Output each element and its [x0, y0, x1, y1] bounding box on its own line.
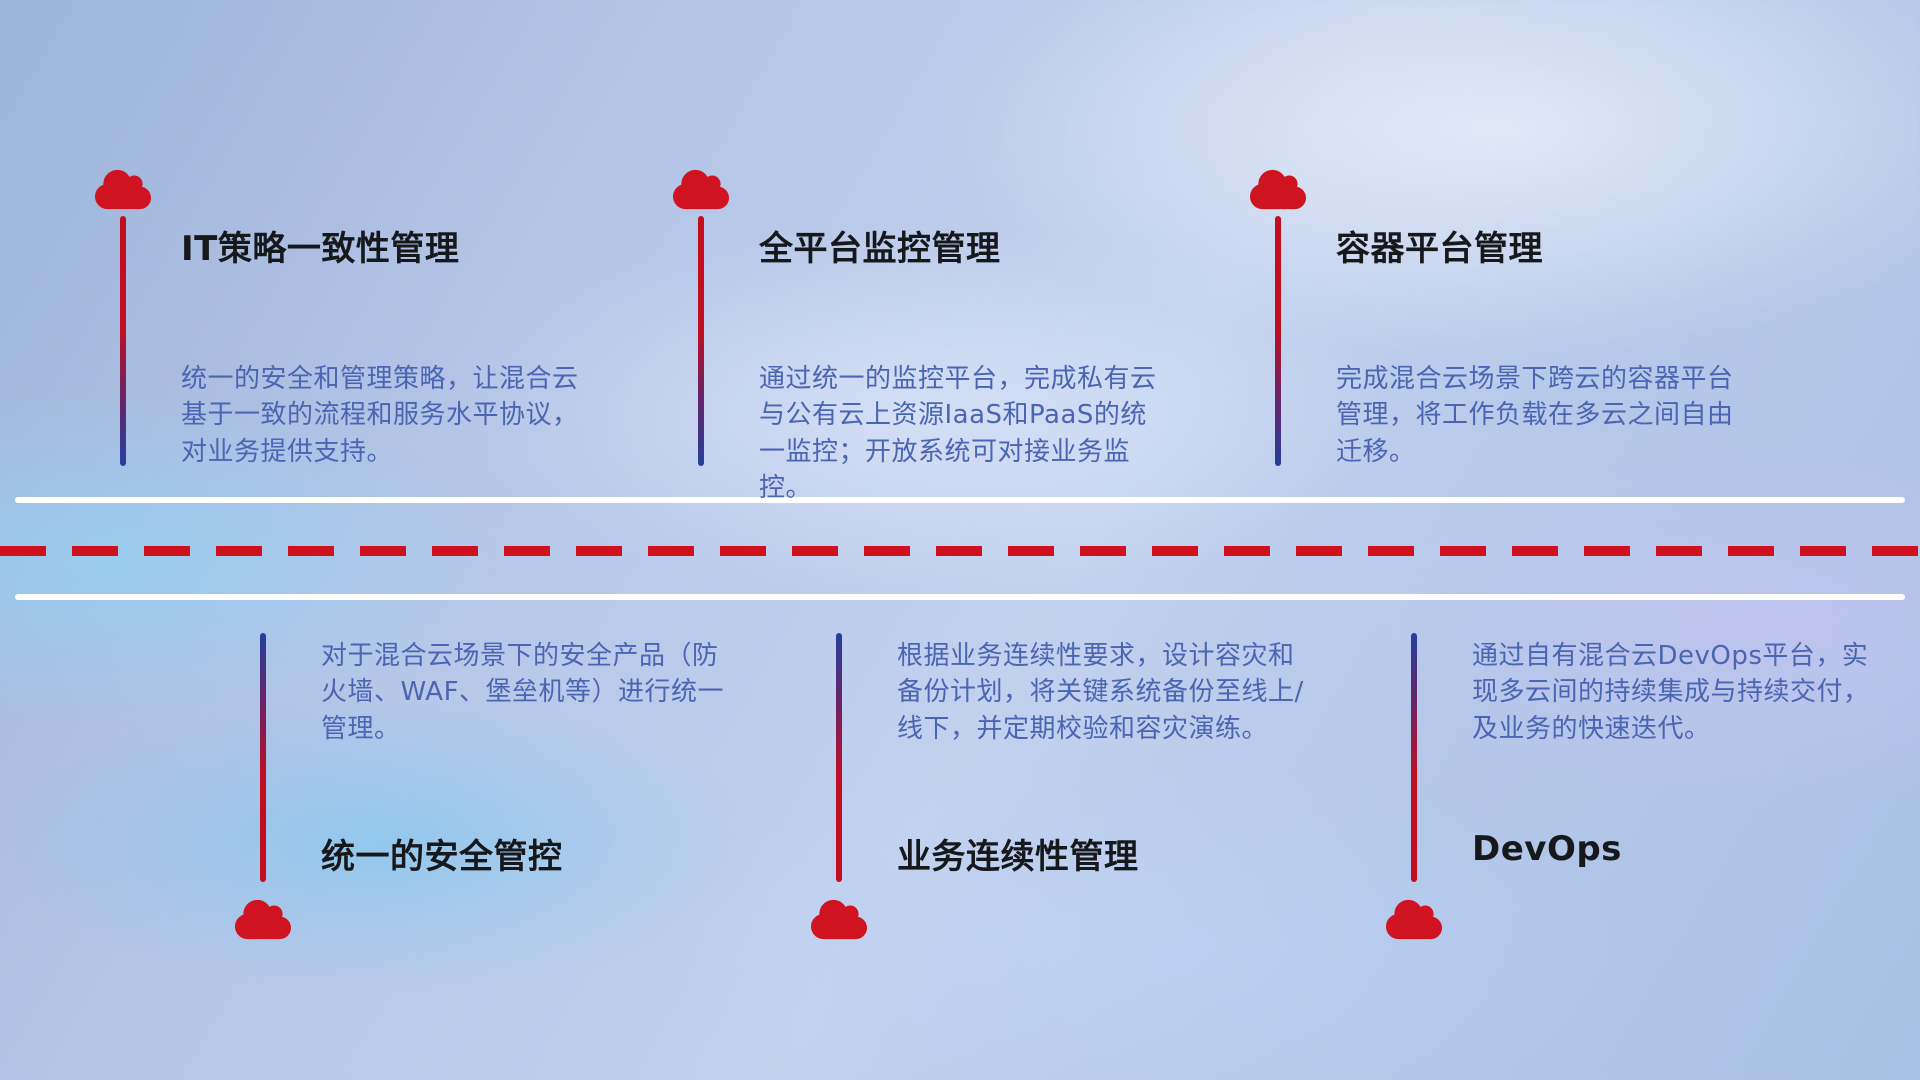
separator-line-top [15, 497, 1905, 503]
timeline-connector [120, 216, 126, 466]
cloud-icon [95, 167, 151, 212]
feature-title: 统一的安全管控 [321, 837, 563, 877]
cloud-icon [811, 897, 867, 942]
feature-it-policy: IT策略一致性管理 统一的安全和管理策略，让混合云基于一致的流程和服务水平协议，… [95, 167, 655, 487]
timeline-connector [1275, 216, 1281, 466]
feature-title: DevOps [1472, 829, 1622, 869]
dashed-center-line [0, 546, 1920, 556]
feature-description: 根据业务连续性要求，设计容灾和备份计划，将关键系统备份至线上/线下，并定期校验和… [897, 641, 1304, 744]
feature-unified-security: 对于混合云场景下的安全产品（防火墙、WAF、堡垒机等）进行统一管理。 统一的安全… [235, 633, 795, 953]
timeline-connector [260, 633, 266, 882]
feature-title: 容器平台管理 [1336, 229, 1543, 269]
cloud-icon [1386, 897, 1442, 942]
cloud-icon [235, 897, 291, 942]
feature-description: 对于混合云场景下的安全产品（防火墙、WAF、堡垒机等）进行统一管理。 [321, 641, 725, 744]
feature-description: 完成混合云场景下跨云的容器平台管理，将工作负载在多云之间自由迁移。 [1336, 364, 1734, 467]
feature-container-platform: 容器平台管理 完成混合云场景下跨云的容器平台管理，将工作负载在多云之间自由迁移。 [1250, 167, 1810, 487]
feature-title: 全平台监控管理 [759, 229, 1001, 269]
feature-business-continuity: 根据业务连续性要求，设计容灾和备份计划，将关键系统备份至线上/线下，并定期校验和… [811, 633, 1371, 953]
separator-line-bottom [15, 594, 1905, 600]
feature-description: 通过自有混合云DevOps平台，实现多云间的持续集成与持续交付，及业务的快速迭代… [1472, 641, 1870, 744]
feature-devops: 通过自有混合云DevOps平台，实现多云间的持续集成与持续交付，及业务的快速迭代… [1386, 633, 1920, 953]
feature-description: 统一的安全和管理策略，让混合云基于一致的流程和服务水平协议，对业务提供支持。 [181, 364, 579, 467]
cloud-icon [673, 167, 729, 212]
feature-title: IT策略一致性管理 [181, 229, 460, 269]
timeline-connector [1411, 633, 1417, 882]
timeline-connector [836, 633, 842, 882]
feature-platform-monitoring: 全平台监控管理 通过统一的监控平台，完成私有云与公有云上资源IaaS和PaaS的… [673, 167, 1233, 503]
timeline-connector [698, 216, 704, 466]
feature-description: 通过统一的监控平台，完成私有云与公有云上资源IaaS和PaaS的统一监控；开放系… [759, 364, 1157, 504]
cloud-icon [1250, 167, 1306, 212]
feature-title: 业务连续性管理 [897, 837, 1139, 877]
